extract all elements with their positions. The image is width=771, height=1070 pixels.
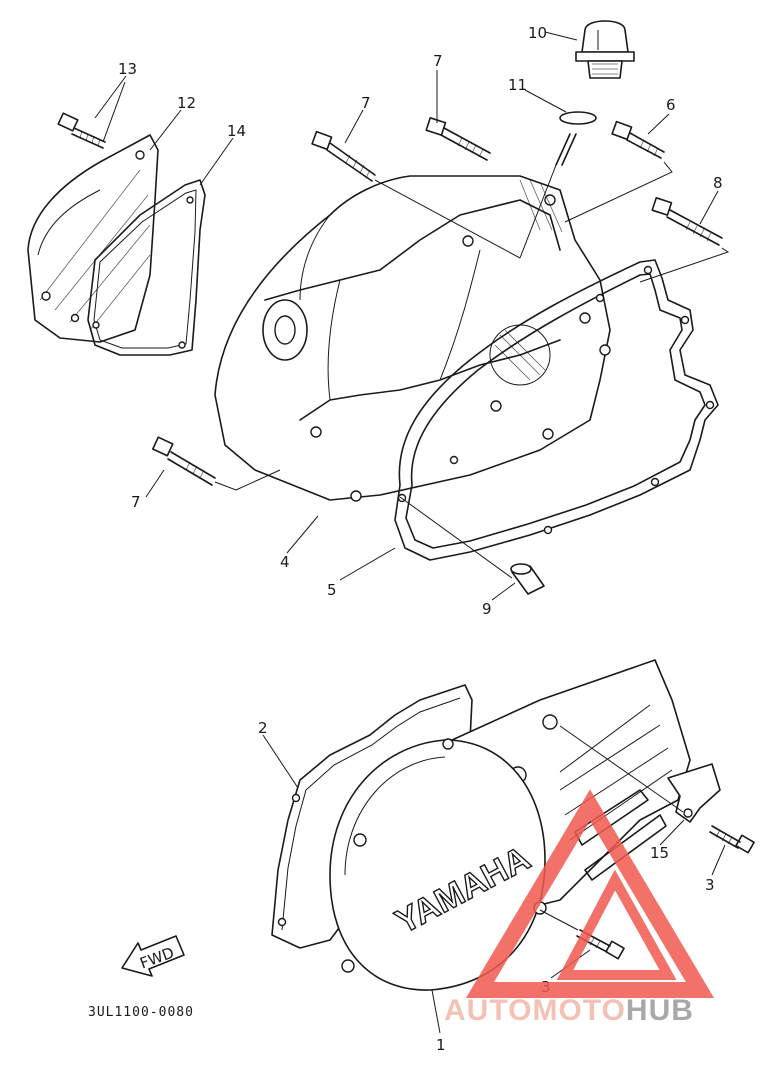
- callout-5: 5: [327, 581, 337, 599]
- part-11-o-ring: [519, 111, 597, 259]
- part-8-bolt: [639, 197, 730, 283]
- part-6-bolt: [564, 120, 673, 223]
- part-12-small-cover: [27, 134, 159, 343]
- part-14-small-gasket: [87, 179, 206, 356]
- callout-14: 14: [227, 122, 246, 140]
- part-1-clutch-cover: YAMAHA: [329, 659, 691, 991]
- callout-1: 1: [436, 1036, 446, 1054]
- watermark-logo: AUTOMOTOHUB: [444, 789, 715, 1027]
- part-code: 3UL1100-0080: [88, 1005, 194, 1020]
- callout-7-top: 7: [361, 94, 371, 112]
- part-7-bolt-middle: [425, 117, 491, 161]
- callout-15: 15: [650, 844, 669, 862]
- callout-3-right: 3: [705, 876, 715, 894]
- part-15-bracket: [559, 725, 721, 823]
- part-7-bolt-top: [311, 130, 376, 182]
- fwd-direction-indicator: FWD: [121, 935, 185, 977]
- callout-8: 8: [713, 174, 723, 192]
- watermark-triangle-inner: [556, 869, 677, 980]
- callout-11: 11: [508, 76, 527, 94]
- callout-7-middle: 7: [433, 52, 443, 70]
- part-4-crankcase-cover: [214, 175, 611, 502]
- part-9-dowel-pin: [399, 496, 545, 595]
- part-10-oil-filler-cap: [575, 20, 635, 79]
- callout-13: 13: [118, 60, 137, 78]
- fwd-label: FWD: [137, 944, 176, 973]
- callout-9: 9: [482, 600, 492, 618]
- callout-6: 6: [666, 96, 676, 114]
- watermark-triangle-outer: [465, 789, 715, 998]
- callout-2: 2: [258, 719, 268, 737]
- part-3-bolt-right: [709, 825, 755, 854]
- callout-7-left: 7: [131, 493, 141, 511]
- callout-4: 4: [280, 553, 290, 571]
- callout-10: 10: [528, 24, 547, 42]
- leader-7-top: [374, 179, 521, 259]
- part-7-bolt-left: [151, 436, 281, 491]
- part-13-bolt: [57, 81, 126, 149]
- watermark-brand-part1: AUTOMOTO: [444, 994, 626, 1027]
- callout-12: 12: [177, 94, 196, 112]
- watermark-brand-part2: HUB: [626, 994, 694, 1027]
- watermark-brand: AUTOMOTOHUB: [444, 994, 694, 1027]
